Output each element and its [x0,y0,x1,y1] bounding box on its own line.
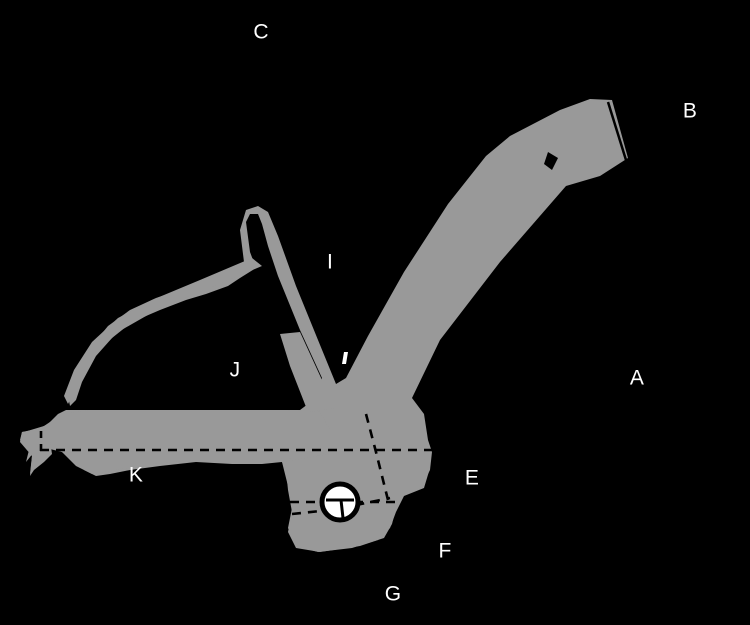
callout-label-g: G [384,582,402,606]
frame-silhouette-group [20,99,628,552]
head-tube-edge-line [606,101,628,161]
callout-label-k: K [128,463,144,487]
callout-label-a: A [629,366,645,390]
callout-label-b: B [682,99,698,123]
bottom-bracket-marker-group [319,481,361,523]
rear-dropout [20,428,52,476]
top-tube-notch-detail [544,152,558,170]
callout-label-i: I [326,250,334,274]
seat-tube-lower [280,332,336,412]
chainstay-rear-body [24,410,330,474]
seat-tube-axis-line [364,413,390,501]
top-tube-joint-tick [342,352,348,364]
seat-stay-tube [64,258,262,404]
callout-label-j: J [229,358,241,382]
callout-label-c: C [253,20,269,44]
bottom-bracket-crosshair-vertical [339,499,345,519]
callout-label-e: E [464,466,480,490]
callout-label-f: F [438,539,452,563]
